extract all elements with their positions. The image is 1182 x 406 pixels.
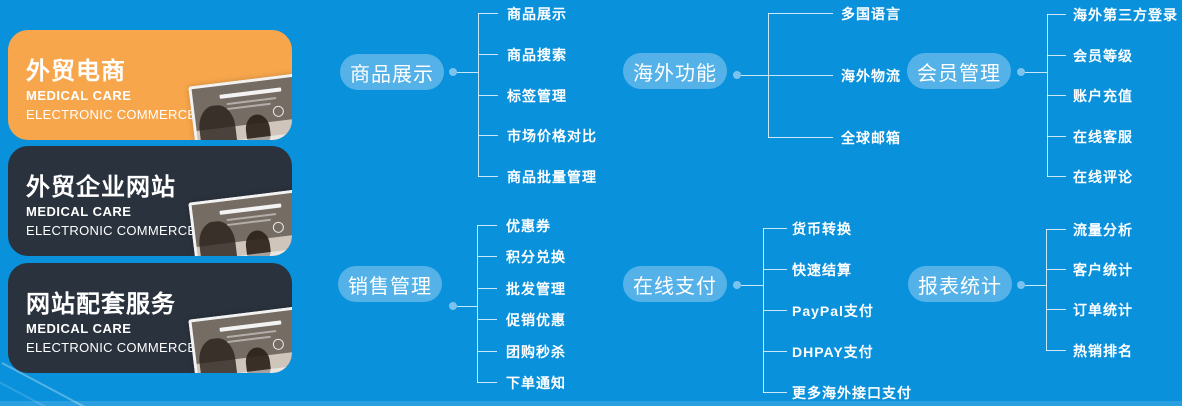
branch-line: [763, 228, 787, 229]
tree-leaf-label: 流量分析: [1073, 222, 1133, 238]
tree-leaf-label: 全球邮箱: [841, 130, 901, 146]
card-title: 网站配套服务: [26, 291, 176, 318]
branch-line: [478, 94, 498, 96]
tree-leaf-label: 下单通知: [506, 375, 566, 391]
card-title: 外贸企业网站: [26, 174, 176, 201]
card-subtitle: MEDICAL CARE: [26, 88, 132, 103]
tree-leaf-label: 优惠券: [506, 218, 551, 234]
tree-leaf-label: 货币转换: [792, 221, 852, 237]
connector-dot-icon: [1017, 281, 1025, 289]
tree-leaf-label: PayPal支付: [792, 302, 874, 319]
card-subtitle: ELECTRONIC COMMERCE: [26, 223, 197, 238]
tree-root-pill: 销售管理: [338, 266, 442, 302]
branch-line: [1047, 14, 1066, 15]
tree-trunk-line: [477, 225, 478, 383]
branch-line: [763, 268, 787, 270]
service-card[interactable]: 外贸电商 MEDICAL CARE ELECTRONIC COMMERCE: [8, 30, 292, 140]
service-card[interactable]: 外贸企业网站 MEDICAL CARE ELECTRONIC COMMERCE: [8, 146, 292, 256]
tree-leaf-label: 批发管理: [506, 280, 566, 297]
branch-line: [478, 53, 498, 55]
tree-leaf-label: 商品批量管理: [507, 169, 597, 185]
tree-leaf-label: 订单统计: [1073, 302, 1133, 319]
connector-dot-icon: [449, 68, 457, 76]
branch-line: [1046, 269, 1066, 271]
card-title: 外贸电商: [26, 58, 126, 85]
connector-line: [741, 75, 768, 76]
bottom-strip-decor: [0, 401, 1182, 406]
tree-root-pill: 海外功能: [623, 53, 727, 89]
tree-leaf-label: 标签管理: [507, 87, 567, 104]
branch-line: [1047, 95, 1066, 96]
tree-leaf-label: 客户统计: [1073, 262, 1133, 279]
connector-dot-icon: [1017, 68, 1025, 76]
connector-line: [457, 72, 478, 73]
branch-line: [477, 256, 497, 258]
tree-leaf-label: 在线客服: [1073, 128, 1133, 145]
branch-line: [1047, 176, 1066, 177]
branch-line: [477, 350, 497, 352]
tree-leaf-label: 更多海外接口支付: [792, 384, 912, 401]
tree-leaf-label: 团购秒杀: [506, 343, 566, 360]
tree-root-pill: 在线支付: [623, 266, 727, 302]
tree-leaf-label: 商品搜索: [507, 46, 567, 63]
tree-leaf-label: 海外第三方登录: [1073, 7, 1178, 23]
connector-dot-icon: [449, 302, 457, 310]
card-subtitle: ELECTRONIC COMMERCE: [26, 107, 197, 122]
card-subtitle: MEDICAL CARE: [26, 321, 132, 336]
connector-dot-icon: [733, 71, 741, 79]
card-subtitle: ELECTRONIC COMMERCE: [26, 340, 197, 355]
branch-line: [477, 287, 497, 289]
tree-leaf-label: 海外物流: [841, 68, 901, 84]
tree-root-pill: 会员管理: [907, 53, 1011, 89]
branch-line: [768, 75, 833, 76]
branch-line: [1047, 54, 1066, 56]
branch-line: [768, 137, 833, 138]
card-subtitle: MEDICAL CARE: [26, 204, 132, 219]
tree-leaf-label: 快速结算: [792, 261, 852, 278]
connector-line: [1025, 285, 1046, 286]
tree-leaf-label: 促销优惠: [506, 312, 566, 329]
branch-line: [478, 135, 498, 137]
branch-line: [1046, 229, 1066, 230]
branch-line: [763, 350, 787, 352]
tree-trunk-line: [1046, 229, 1047, 351]
tree-root-pill: 商品展示: [340, 54, 444, 90]
branch-line: [763, 391, 787, 393]
tree-leaf-label: 账户充值: [1073, 88, 1133, 104]
branch-line: [1046, 309, 1066, 311]
tree-leaf-label: 多国语言: [841, 6, 901, 22]
connector-dot-icon: [733, 281, 741, 289]
branch-line: [768, 13, 833, 14]
branch-line: [478, 176, 498, 177]
tree-leaf-label: 在线评论: [1073, 169, 1133, 185]
tree-root-pill: 报表统计: [908, 266, 1012, 302]
branch-line: [763, 309, 787, 311]
connector-line: [457, 306, 477, 307]
connector-line: [1025, 72, 1047, 73]
service-card[interactable]: 网站配套服务 MEDICAL CARE ELECTRONIC COMMERCE: [8, 263, 292, 373]
branch-line: [1047, 135, 1066, 137]
tree-leaf-label: DHPAY支付: [792, 343, 874, 360]
tree-leaf-label: 市场价格对比: [507, 128, 597, 145]
connector-line: [741, 285, 763, 286]
branch-line: [477, 382, 497, 383]
branch-line: [477, 319, 497, 321]
tree-leaf-label: 热销排名: [1073, 342, 1133, 359]
branch-line: [477, 225, 497, 226]
tree-leaf-label: 商品展示: [507, 6, 567, 22]
tree-leaf-label: 积分兑换: [506, 249, 566, 266]
tree-leaf-label: 会员等级: [1073, 47, 1133, 64]
branch-line: [478, 13, 498, 14]
branch-line: [1046, 349, 1066, 351]
